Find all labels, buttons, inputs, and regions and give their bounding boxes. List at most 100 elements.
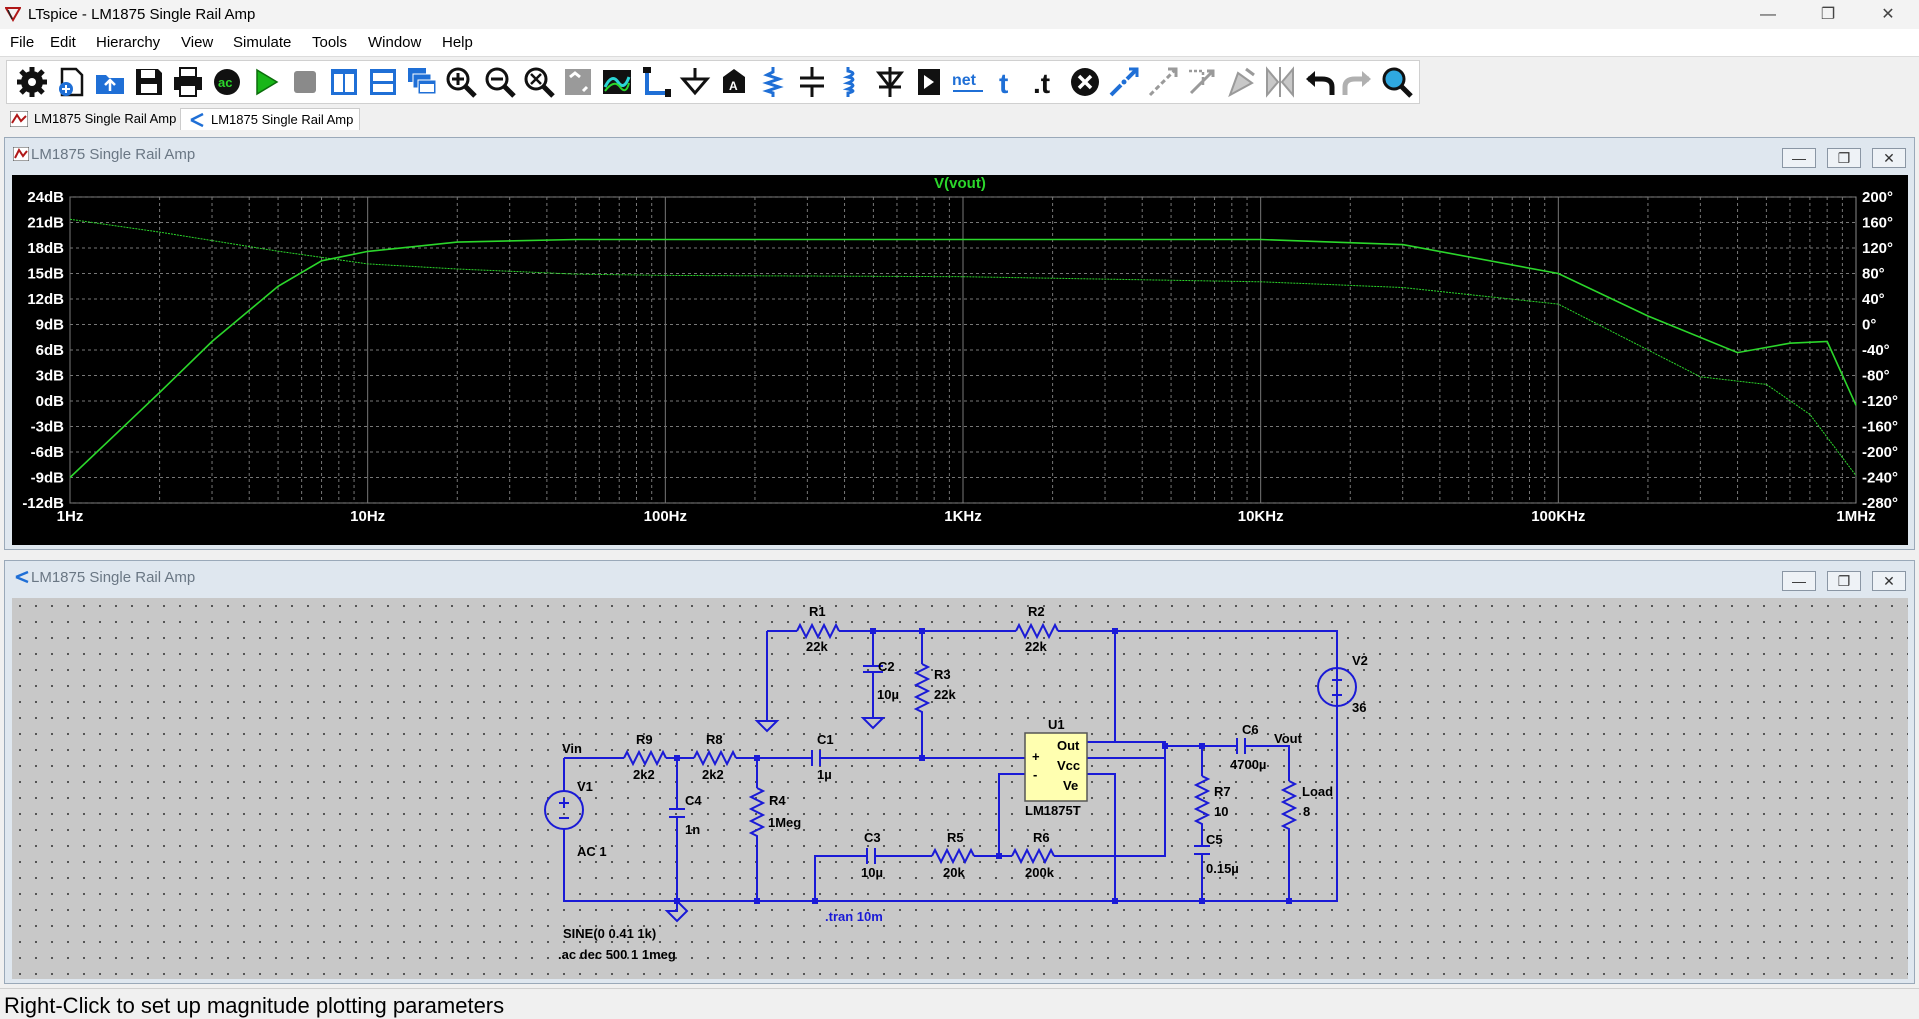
text-icon[interactable]: t [990,65,1024,99]
c2-ref[interactable]: C2 [878,659,895,674]
r4-value[interactable]: 1Meg [768,815,801,830]
vin-net-label[interactable]: Vin [562,741,582,756]
tab-schematic[interactable]: LM1875 Single Rail Amp [180,108,361,130]
c3-ref[interactable]: C3 [864,830,881,845]
stop-icon[interactable] [288,65,322,99]
restore-button[interactable]: ❐ [1820,6,1836,23]
c2-value[interactable]: 10µ [877,687,899,702]
ac-analysis-icon[interactable]: ac [210,65,244,99]
c1-ref[interactable]: C1 [817,732,834,747]
menu-help[interactable]: Help [442,34,473,51]
v1-value[interactable]: AC 1 [577,844,607,859]
menu-simulate[interactable]: Simulate [233,34,292,51]
inductor-icon[interactable] [834,65,868,99]
menu-file[interactable]: File [10,34,35,51]
spice-directive-icon[interactable]: .t [1029,65,1063,99]
c5-ref[interactable]: C5 [1206,832,1223,847]
zoom-fit-icon[interactable] [522,65,556,99]
r7-value[interactable]: 10 [1214,804,1228,819]
close-button[interactable]: ✕ [1872,148,1906,168]
r6-ref[interactable]: R6 [1033,830,1050,845]
rotate-icon[interactable] [1224,65,1258,99]
minimize-button[interactable]: — [1782,571,1816,591]
v2-value[interactable]: 36 [1352,700,1366,715]
open-icon[interactable] [93,65,127,99]
r5-ref[interactable]: R5 [947,830,964,845]
c1-value[interactable]: 1µ [817,767,832,782]
u1-value[interactable]: LM1875T [1025,803,1081,818]
close-button[interactable]: ✕ [1872,571,1906,591]
zoom-area-icon[interactable] [561,65,595,99]
menu-tools[interactable]: Tools [312,34,348,51]
ground-icon[interactable] [678,65,712,99]
flip-icon[interactable] [1263,65,1297,99]
r1-ref[interactable]: R1 [809,604,826,619]
r4-ref[interactable]: R4 [769,793,786,808]
r6-value[interactable]: 200k [1025,865,1055,880]
tile-horizontal-icon[interactable] [366,65,400,99]
c3-value[interactable]: 10µ [861,865,883,880]
net-icon[interactable]: net [951,65,985,99]
r1-value[interactable]: 22k [806,639,828,654]
delete-icon[interactable] [1068,65,1102,99]
find-icon[interactable] [1380,65,1414,99]
label-net-icon[interactable]: A [717,65,751,99]
maximize-button[interactable]: ❐ [1827,148,1861,168]
component-icon[interactable] [912,65,946,99]
c6-ref[interactable]: C6 [1242,722,1259,737]
diode-icon[interactable] [873,65,907,99]
move-icon[interactable] [1107,65,1141,99]
undo-icon[interactable] [1302,65,1336,99]
c4-ref[interactable]: C4 [685,793,702,808]
load-value[interactable]: 8 [1303,804,1310,819]
ac-directive[interactable]: .ac dec 500 1 1meg [558,947,676,962]
c6-value[interactable]: 4700µ [1230,757,1266,772]
redo-icon[interactable] [1341,65,1375,99]
mirror-icon[interactable] [1185,65,1219,99]
minimize-button[interactable]: — [1760,6,1776,23]
close-button[interactable]: ✕ [1881,6,1895,23]
menu-window[interactable]: Window [368,34,422,51]
v1-source-spec[interactable]: SINE(0 0.41 1k) [563,926,656,941]
v1-ref[interactable]: V1 [577,779,593,794]
r3-ref[interactable]: R3 [934,667,951,682]
v2-ref[interactable]: V2 [1352,653,1368,668]
vout-net-label[interactable]: Vout [1274,731,1303,746]
circuit-diagram[interactable]: R1 22k R2 22k R3 22k C2 10µ V2 36 U1 LM1… [12,598,1908,979]
autoscale-icon[interactable] [600,65,634,99]
r5-value[interactable]: 20k [943,865,965,880]
settings-icon[interactable] [15,65,49,99]
tran-directive[interactable]: .tran 10m [825,909,883,924]
new-schematic-icon[interactable] [54,65,88,99]
maximize-button[interactable]: ❐ [1827,571,1861,591]
menu-view[interactable]: View [181,34,214,51]
menu-edit[interactable]: Edit [50,34,76,51]
c4-value[interactable]: 1n [685,822,700,837]
r7-ref[interactable]: R7 [1214,784,1231,799]
schematic-canvas[interactable]: R1 22k R2 22k R3 22k C2 10µ V2 36 U1 LM1… [12,598,1908,979]
u1-ref[interactable]: U1 [1048,717,1065,732]
zoom-in-icon[interactable] [444,65,478,99]
load-ref[interactable]: Load [1302,784,1333,799]
r8-ref[interactable]: R8 [706,732,723,747]
magnitude-trace[interactable] [69,238,1857,479]
menu-hierarchy[interactable]: Hierarchy [96,34,161,51]
r3-value[interactable]: 22k [934,687,956,702]
r9-ref[interactable]: R9 [636,732,653,747]
capacitor-icon[interactable] [795,65,829,99]
c5-value[interactable]: 0.15µ [1206,861,1239,876]
cascade-icon[interactable] [405,65,439,99]
r9-value[interactable]: 2k2 [633,767,655,782]
save-icon[interactable] [132,65,166,99]
minimize-button[interactable]: — [1782,148,1816,168]
tile-vertical-icon[interactable] [327,65,361,99]
phase-trace[interactable] [69,218,1857,476]
trace-label[interactable]: V(vout) [934,175,986,192]
print-icon[interactable] [171,65,205,99]
wire-icon[interactable] [639,65,673,99]
zoom-out-icon[interactable] [483,65,517,99]
r8-value[interactable]: 2k2 [702,767,724,782]
r2-ref[interactable]: R2 [1028,604,1045,619]
run-icon[interactable] [249,65,283,99]
